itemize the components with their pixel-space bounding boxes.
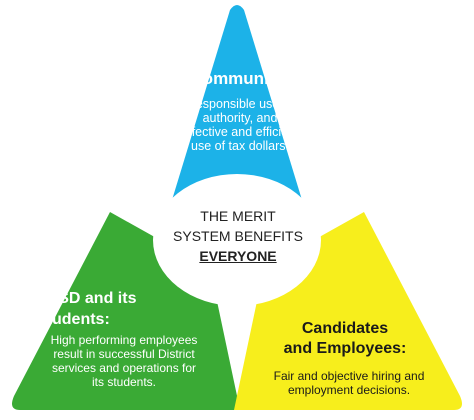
eusd-line-1: High performing employees — [50, 333, 198, 347]
eusd-description: High performing employees result in succ… — [30, 333, 218, 390]
candidates-title-line-1: Candidates — [301, 320, 389, 337]
center-title-line-1: THE MERIT — [200, 208, 276, 224]
eusd-line-2: result in successful District — [53, 347, 195, 362]
eusd-title-line-1: EUSD and its — [36, 290, 137, 307]
community-line-2: authority, and — [202, 111, 278, 125]
community-line-1: Responsible use of — [186, 97, 294, 111]
candidates-description: Fair and objective hiring and employment… — [260, 369, 438, 397]
community-line-3: effective and efficient — [181, 125, 299, 139]
candidates-title: Candidates and Employees: — [270, 319, 420, 360]
center-title-line-2: SYSTEM BENEFITS — [173, 228, 303, 244]
center-circle — [153, 174, 321, 306]
community-triangle — [172, 5, 302, 200]
eusd-title: EUSD and its Students: — [36, 289, 216, 331]
candidates-title-line-2: and Employees: — [283, 340, 407, 358]
eusd-line-3: services and operations for — [51, 361, 197, 376]
community-description: Responsible use of authority, and effect… — [150, 97, 330, 153]
community-title: Community: — [190, 69, 290, 88]
eusd-line-4: its students. — [91, 375, 157, 390]
eusd-title-line-2: Students: — [36, 310, 110, 328]
candidates-line-2: employment decisions. — [287, 383, 411, 398]
community-line-4: use of tax dollars. — [191, 139, 289, 153]
center-title-line-3: EVERYONE — [199, 248, 277, 264]
candidates-line-1: Fair and objective hiring and — [273, 369, 425, 383]
